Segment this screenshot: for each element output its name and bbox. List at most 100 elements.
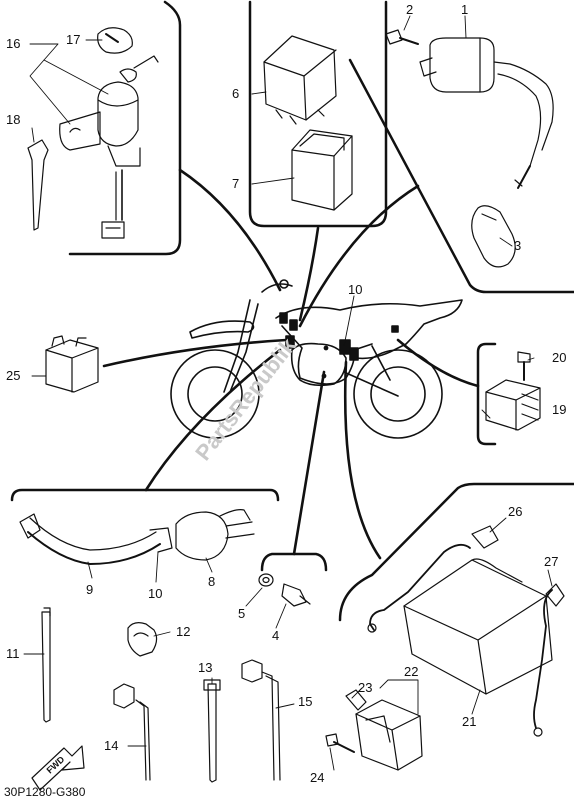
module-25 (45, 335, 99, 393)
neutral-switch-assembly (258, 573, 311, 607)
coupler-14 (113, 683, 135, 709)
key-in-switch (119, 68, 137, 83)
callout-6: 6 (232, 86, 239, 101)
frame-wire-harness (10, 488, 280, 502)
callout-2: 2 (406, 2, 413, 17)
switch-connector (101, 221, 125, 239)
relay-assembly (263, 35, 353, 211)
bolt-20 (517, 351, 531, 363)
rear-wheel-inner (370, 366, 426, 422)
front-fork-2 (229, 303, 259, 393)
clamp-12 (127, 622, 158, 657)
leader-coil (298, 184, 420, 328)
key-18 (27, 139, 49, 231)
callout-labels: 1 2 3 6 7 16 17 18 25 10 20 19 26 27 8 1… (6, 2, 566, 785)
leader-neutral-switch (292, 370, 326, 556)
callout-1: 1 (461, 2, 468, 17)
callout-20: 20 (552, 350, 566, 365)
callout-27: 27 (544, 554, 558, 569)
callout-7: 7 (232, 176, 239, 191)
leader-relay (298, 226, 320, 322)
connector-block-e (349, 347, 359, 361)
leader-curves (102, 168, 480, 560)
battery-box-22 (355, 699, 423, 771)
callout-17: 17 (66, 32, 80, 47)
harness-9 (27, 531, 161, 565)
lead-27 (533, 589, 553, 729)
ignition-coil-assembly (419, 37, 554, 268)
small-dot-b (323, 345, 329, 351)
regulator-assembly (485, 351, 541, 431)
frame-regulator (476, 342, 497, 446)
leader-regulator (396, 338, 480, 388)
front-wheel-inner (187, 366, 243, 422)
callout-22: 22 (404, 664, 418, 679)
callout-24: 24 (310, 770, 324, 785)
callout-10b: 10 (148, 586, 162, 601)
leader-module-25 (102, 338, 288, 368)
bolt-2 (385, 29, 419, 45)
regulator-19 (485, 379, 541, 431)
callout-15: 15 (298, 694, 312, 709)
spark-plug-cap (471, 205, 516, 268)
switch-cap-17 (97, 27, 133, 54)
lead-26 (369, 543, 471, 631)
callout-9: 9 (86, 582, 93, 597)
callout-21: 21 (462, 714, 476, 729)
gasket-5 (258, 573, 274, 587)
neutral-switch-4 (281, 583, 307, 607)
rear-shock (371, 345, 391, 381)
ignition-coil (429, 37, 495, 93)
cable-tie-13 (207, 683, 217, 783)
frame-main-switch (68, 0, 182, 256)
leader-harness (144, 348, 282, 492)
frame-ignition-coil (348, 58, 574, 294)
drawing-code: 30P1280-G380 (4, 785, 86, 799)
main-switch-assembly (27, 27, 159, 239)
callout-4: 4 (272, 628, 279, 643)
swingarm (343, 371, 399, 397)
front-fork (223, 299, 251, 393)
callout-12: 12 (176, 624, 190, 639)
main-switch-16 (97, 81, 139, 147)
callout-8: 8 (208, 574, 215, 589)
ignition-key-position (279, 279, 289, 289)
callout-16: 16 (6, 36, 20, 51)
callout-18: 18 (6, 112, 20, 127)
front-fender (189, 320, 255, 339)
coupler-15 (241, 659, 263, 683)
leader-main-switch (178, 168, 282, 292)
callout-13: 13 (198, 660, 212, 675)
fwd-label: FWD (45, 754, 67, 776)
protector-8 (175, 511, 229, 561)
bracket-23 (345, 689, 367, 711)
harness-assembly (19, 509, 255, 565)
fasteners (41, 607, 281, 783)
callout-5: 5 (238, 606, 245, 621)
fwd-arrow-icon: FWD (31, 745, 85, 791)
relay-cover-7 (291, 129, 353, 211)
callout-14: 14 (104, 738, 118, 753)
rear-wheel-outer (353, 349, 443, 439)
callout-19: 19 (552, 402, 566, 417)
connector-block-b (289, 319, 298, 331)
callout-10a: 10 (348, 282, 362, 297)
battery-assembly (325, 525, 565, 771)
engine-block (290, 342, 347, 387)
cable-tie-11 (41, 611, 51, 723)
frame-neutral-switch (260, 552, 328, 572)
callout-11: 11 (6, 646, 20, 661)
tank-and-seat (275, 299, 463, 360)
battery-21 (403, 559, 553, 695)
callout-23: 23 (358, 680, 372, 695)
leader-battery (343, 360, 382, 560)
callout-3: 3 (514, 238, 521, 253)
relay-6 (263, 35, 337, 121)
connector-block-a (279, 312, 288, 324)
callout-leaders (23, 15, 553, 771)
motorcycle-silhouette (170, 279, 463, 439)
frame-relay (248, 0, 388, 228)
callout-25: 25 (6, 368, 20, 383)
